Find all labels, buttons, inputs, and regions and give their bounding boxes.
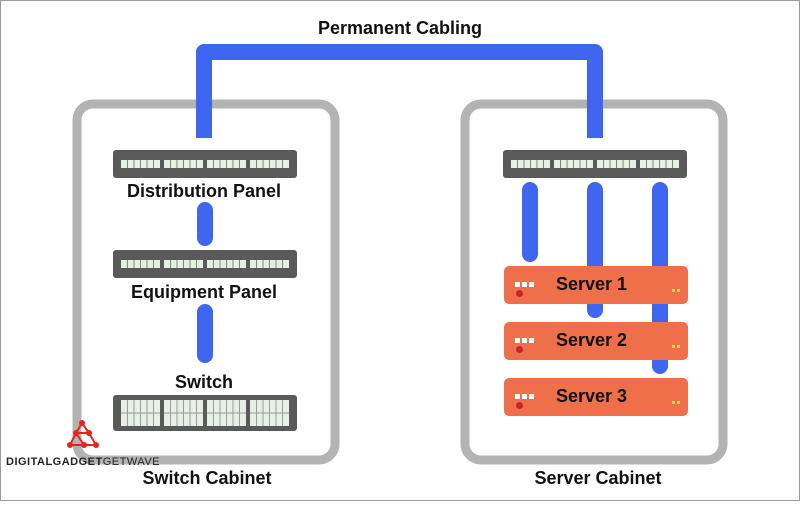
server-2: Server 2 bbox=[504, 322, 688, 360]
distribution-panel-label: Distribution Panel bbox=[126, 181, 282, 201]
server-power-dot bbox=[516, 402, 523, 409]
server-indicators bbox=[670, 279, 680, 297]
server-indicators bbox=[670, 391, 680, 409]
switch-cabinet-label: Switch Cabinet bbox=[142, 468, 272, 488]
server-leds bbox=[515, 274, 536, 292]
server-3-label: Server 3 bbox=[556, 386, 628, 406]
server-cabinet-label: Server Cabinet bbox=[534, 468, 662, 488]
brand-logo-icon bbox=[67, 420, 99, 448]
permanent-cable bbox=[196, 44, 603, 138]
server-power-dot bbox=[516, 290, 523, 297]
permanent-cabling-label: Permanent Cabling bbox=[317, 18, 483, 38]
server-2-label: Server 2 bbox=[556, 330, 628, 350]
brand-watermark: DIGITALGADGETGETWAVE bbox=[6, 456, 160, 468]
server-patch-panel bbox=[503, 150, 687, 178]
server-1: Server 1 bbox=[504, 266, 688, 304]
server-leds bbox=[515, 386, 536, 404]
server-3: Server 3 bbox=[504, 378, 688, 416]
server-1-label: Server 1 bbox=[556, 274, 628, 294]
switch-label: Switch bbox=[174, 372, 234, 392]
server-power-dot bbox=[516, 346, 523, 353]
equipment-panel-label: Equipment Panel bbox=[130, 282, 278, 302]
distribution-patch-panel bbox=[113, 150, 297, 178]
brand-name-bold: DIGITALGADGET bbox=[6, 456, 103, 468]
brand-name-light: GETWAVE bbox=[102, 456, 161, 468]
network-switch bbox=[113, 395, 297, 431]
equipment-patch-panel bbox=[113, 250, 297, 278]
server-indicators bbox=[670, 335, 680, 353]
server-leds bbox=[515, 330, 536, 348]
